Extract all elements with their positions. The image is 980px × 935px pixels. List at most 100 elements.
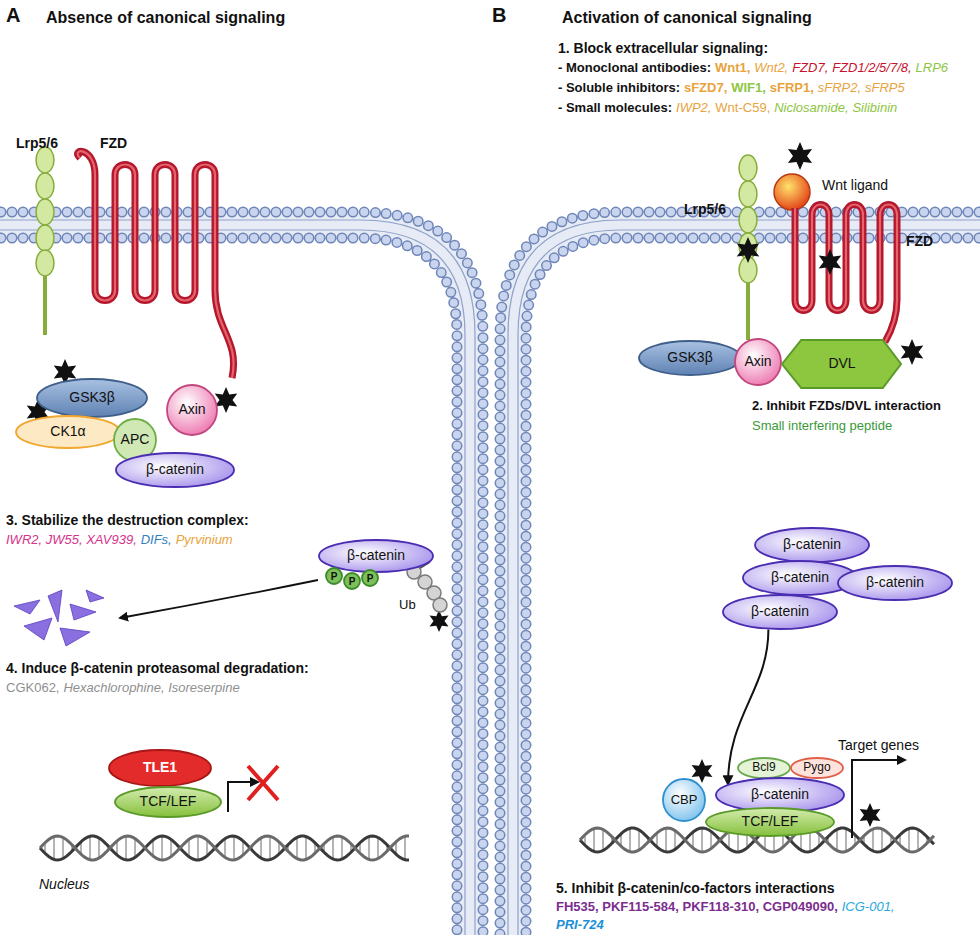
annotation-text: PRI-724 [556, 917, 604, 932]
target-star [901, 339, 924, 365]
node-text: TLE1 [143, 760, 177, 775]
text-row: PRI-724 [556, 917, 604, 933]
node-text: Pygo [803, 761, 830, 774]
protein-ellipse: β-catenin [754, 527, 870, 563]
text-row: - Monoclonal antibodies:Wnt1,Wnt2,FZD7,F… [558, 60, 948, 76]
generated-strokes [27, 142, 934, 860]
annotation-text: FZD7, [792, 60, 828, 75]
target-star [215, 387, 238, 413]
node-text: Bcl9 [752, 761, 775, 774]
text-row: Ub [399, 597, 416, 613]
node-text: β-catenin [751, 787, 809, 802]
target-star [788, 142, 812, 170]
text-row: 5. Inhibit β-catenin/co-factors interact… [556, 880, 834, 897]
annotation-text: Wnt-C59, [715, 100, 770, 115]
wnt-ligand [774, 174, 810, 210]
degraded-fragments [14, 590, 104, 646]
annotation-text: IWP2, [676, 100, 711, 115]
text-row: Activation of canonical signaling [562, 8, 812, 27]
protein-ellipse: TCF/LEF [114, 786, 222, 818]
text-row: A [6, 4, 20, 27]
target-star [737, 237, 760, 263]
node-text: TCF/LEF [742, 814, 799, 829]
text-row: Target genes [838, 737, 919, 754]
receptor-label: FZD [100, 134, 127, 152]
annotation-text: Silibinin [852, 100, 897, 115]
phosphate: P [343, 572, 361, 590]
gene-arrow-blocked [228, 766, 278, 812]
annotation-text: B [492, 4, 506, 26]
target-star [430, 610, 449, 632]
node-text: P [349, 576, 356, 587]
annotation-text: sFRP5 [865, 80, 905, 95]
annotation-text: 2. Inhibit FZDs/DVL interaction [752, 398, 941, 413]
protein-ellipse: GSK3β [638, 340, 742, 376]
protein-ellipse: CK1α [15, 415, 121, 449]
node-text: GSK3β [667, 350, 712, 365]
node-text: Wnt ligand [822, 177, 888, 193]
phosphate: P [325, 567, 343, 585]
node-text: P [367, 573, 374, 584]
annotation-text: Small interfering peptide [752, 418, 892, 433]
phosphate: P [361, 569, 379, 587]
annotation-text: Pyrvinium [176, 532, 233, 547]
receptor-label: Lrp5/6 [16, 134, 58, 152]
text-row: Small interfering peptide [752, 418, 892, 434]
ellipse-outline [344, 573, 360, 589]
protein-ellipse: β-catenin [115, 452, 235, 488]
node-text: TCF/LEF [140, 794, 197, 809]
text-row: - Small molecules:IWP2,Wnt-C59,Niclosami… [558, 100, 897, 116]
text-row: FH535, PKF115-584, PKF118-310, CGP049090… [556, 899, 894, 915]
annotation-text: Target genes [838, 737, 919, 753]
annotation-text: FZD1/2/5/7/8, [832, 60, 911, 75]
target-star [692, 759, 713, 783]
annotation-text: 5. Inhibit β-catenin/co-factors interact… [556, 880, 834, 896]
protein-ellipse: TLE1 [108, 749, 212, 787]
protein-ellipse: CBP [662, 778, 706, 822]
ellipse-outline [723, 595, 837, 629]
text-row: 2. Inhibit FZDs/DVL interaction [752, 398, 941, 414]
dna-strand [40, 836, 409, 860]
annotation-text: Wnt1, [715, 60, 750, 75]
annotation-text: LRP6 [916, 60, 949, 75]
node-text: CBP [671, 793, 698, 807]
receptor-label: Lrp5/6 [684, 200, 726, 218]
protein-ellipse: β-catenin [837, 565, 953, 601]
ellipse-outline [738, 758, 790, 778]
node-text: FZD [100, 135, 127, 151]
node-text: P [331, 571, 338, 582]
annotation-text: ICG-001, [842, 899, 895, 914]
node-text: DVL [828, 356, 855, 371]
text-row: B [492, 4, 506, 27]
target-gene-arrow [852, 760, 905, 838]
ellipse-outline [115, 787, 221, 817]
protein-ellipse: Axin [166, 384, 218, 436]
ellipse-outline [706, 808, 834, 836]
annotation-text: FH535, PKF115-584, PKF118-310, CGP049090… [556, 899, 838, 914]
ellipse-outline [838, 566, 952, 600]
ellipse-outline [167, 385, 217, 435]
dvl-hexagon: DVL [782, 339, 902, 389]
annotation-text: A [6, 4, 20, 26]
annotation-text: WIF1, [731, 80, 766, 95]
annotation-text: DIFs, [141, 532, 172, 547]
target-star [819, 249, 842, 275]
annotation-text: - Monoclonal antibodies: [558, 60, 711, 75]
annotation-text: Ub [399, 597, 416, 612]
node-text: GSK3β [69, 390, 114, 405]
text-row: 3. Stabilize the destruction complex: [6, 512, 249, 529]
ellipse-outline [16, 416, 120, 448]
annotation-text: Niclosamide, [774, 100, 848, 115]
protein-ellipse: β-catenin [722, 594, 838, 630]
ellipse-outline [755, 528, 869, 562]
nucleus: NucleusTLE1TCF/LEF [15, 730, 435, 906]
text-row: 1. Block extracellular signaling: [558, 40, 768, 57]
annotation-text: sFRP2, [818, 80, 861, 95]
target-star [860, 803, 881, 827]
text-row: 4. Induce β-catenin proteasomal degradat… [6, 660, 309, 677]
protein-ellipse: TCF/LEF [705, 807, 835, 837]
ellipse-outline [791, 758, 843, 778]
node-text: FZD [906, 233, 933, 249]
annotation-text: CGK062, [6, 680, 59, 695]
nucleus-outline [542, 716, 975, 875]
